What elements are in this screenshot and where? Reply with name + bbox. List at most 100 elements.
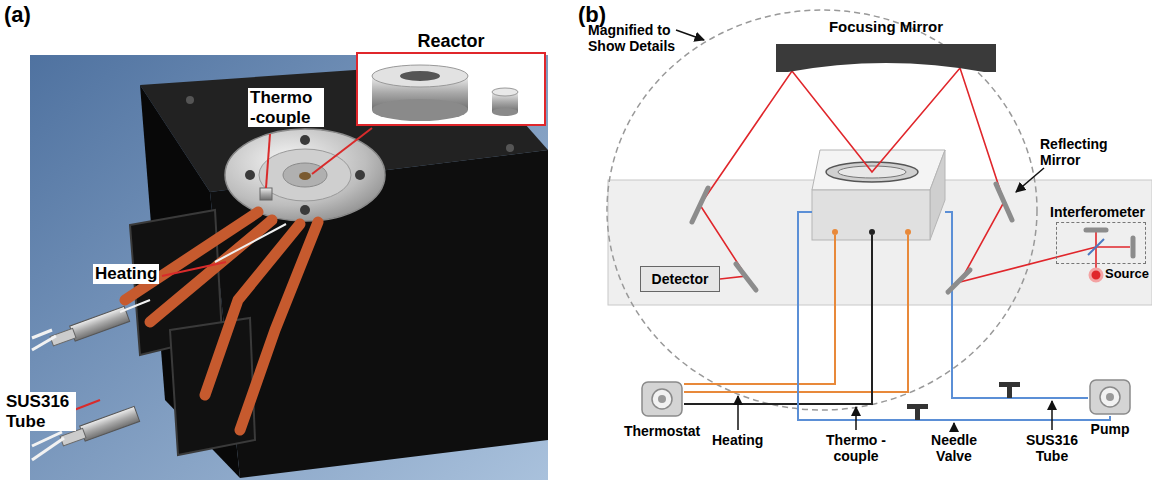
part-label: Needle Valve: [924, 432, 984, 464]
illustration-part: [692, 188, 708, 222]
illustration-part: [948, 270, 970, 292]
device-outline: [1088, 378, 1132, 416]
focusing-mirror: Focusing Mirror: [772, 18, 1000, 74]
illustration-part: [300, 205, 310, 215]
mirrors: [692, 184, 1133, 292]
thermocouple-line: [684, 235, 872, 404]
thermostat-icon: Thermostat: [640, 380, 684, 418]
illustration-part: [210, 150, 548, 478]
illustration-part: [798, 212, 1110, 420]
beam-splitter: [1088, 239, 1104, 255]
illustration-part: [996, 184, 1012, 220]
illustration-part: [162, 262, 226, 276]
device-hub: [658, 395, 666, 403]
illustration-part: [356, 52, 546, 126]
node-text: Detector: [652, 271, 709, 287]
instrument-housing: [608, 180, 1152, 305]
illustration-part: [700, 68, 1096, 282]
part-label: SUS316 Tube: [1020, 432, 1084, 464]
illustration-part: [907, 404, 928, 409]
illustration-part: [240, 222, 318, 430]
illustration-part: [260, 188, 272, 200]
device-outline: [640, 380, 684, 418]
part-label: Thermo -couple: [824, 432, 888, 464]
illustration-part: [1086, 228, 1106, 233]
illustration-part: [150, 220, 272, 322]
illustration-part: [400, 71, 440, 81]
node-text: Focusing Mirror: [829, 18, 943, 35]
illustration-part: [1016, 168, 1044, 192]
illustration-part: [492, 88, 518, 96]
node-text: Reactor: [417, 31, 484, 52]
illustration-part: [300, 135, 310, 145]
illustration-part: [953, 423, 955, 430]
node-text: Thermostat: [624, 423, 700, 439]
illustration-part: [1007, 386, 1012, 398]
pointer-arrows: [676, 30, 1052, 430]
part-label: SUS316 Tube: [4, 392, 76, 431]
illustration-part: [372, 99, 468, 121]
note-label: Magnified to Show Details: [588, 22, 684, 54]
device-body: [642, 382, 682, 416]
device-dial: [1100, 387, 1120, 407]
illustration-part: [32, 438, 64, 460]
illustration-part: [684, 235, 835, 384]
illustration-part: [737, 396, 739, 430]
illustration-part: [492, 108, 518, 116]
device-hub: [1106, 393, 1114, 401]
illustration-part: [676, 30, 704, 40]
magnified-region: [607, 10, 1037, 410]
illustration-part: [905, 229, 911, 235]
illustration-part: [355, 170, 365, 180]
illustration-part: [945, 212, 1088, 398]
illustration-part: [915, 408, 920, 420]
panel-label: (a): [4, 2, 31, 27]
illustration-part: [1096, 246, 1130, 248]
illustration-part: [215, 224, 286, 262]
illustration-part: [736, 264, 756, 290]
illustration-part: [299, 172, 311, 180]
illustration-part: [266, 134, 270, 188]
illustration-part: [832, 229, 838, 235]
part-label: Reflecting Mirror: [1040, 136, 1120, 168]
heating-lines: [684, 235, 908, 392]
illustration-part: [120, 300, 150, 312]
illustration-part: [225, 129, 385, 221]
illustration-part: [32, 330, 52, 338]
illustration-part: [812, 150, 945, 190]
illustration-part: [74, 400, 100, 410]
illustration-part: [245, 170, 255, 180]
illustration-part: [1051, 401, 1053, 430]
device-dial: [652, 389, 672, 409]
illustration-part: [930, 150, 945, 240]
illustration-part: [186, 96, 194, 104]
reactor-parts: [356, 52, 546, 126]
detector-box: Detector: [640, 266, 720, 292]
mirror-shape: [776, 44, 996, 72]
illustration-part: [999, 382, 1020, 387]
light-source: [1090, 269, 1102, 281]
illustration-part: [1131, 238, 1136, 256]
node-text: Pump: [1091, 421, 1130, 437]
illustration-part: [372, 65, 468, 87]
illustration-part: [259, 149, 351, 201]
illustration-part: [855, 407, 857, 430]
leader-lines: [74, 128, 372, 410]
illustration-part: [32, 336, 56, 350]
illustration-part: [80, 406, 140, 441]
illustration-part: [684, 235, 908, 392]
part-label: Thermo -couple: [248, 88, 324, 127]
illustration-part: [869, 229, 875, 235]
needle-valves: [907, 382, 1020, 420]
illustration-part: [812, 190, 930, 240]
illustration-part: [506, 144, 514, 152]
light-beam: [700, 68, 1130, 282]
tube-lines: [798, 212, 1110, 420]
node-text: Interferometer: [1050, 204, 1145, 220]
pump-icon: Pump: [1088, 378, 1132, 416]
part-label: Source: [1105, 267, 1149, 282]
device-body: [1090, 380, 1130, 414]
